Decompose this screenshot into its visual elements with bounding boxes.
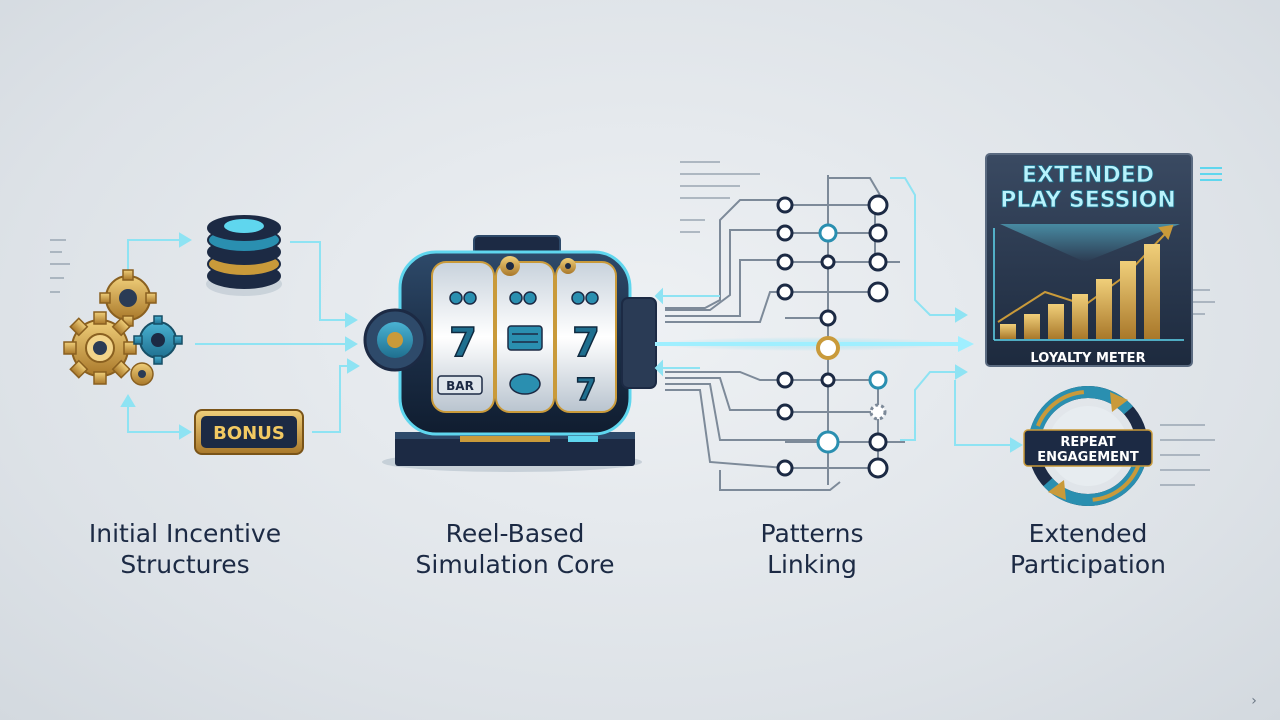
caption-line2: Participation	[1009, 550, 1167, 579]
caption-line1: Initial Incentive	[88, 519, 282, 548]
gear-icon	[133, 315, 183, 365]
gear-icon	[363, 308, 427, 372]
loyalty-meter-bar	[1024, 314, 1040, 339]
slot-machine-icon: 7 7 7 BAR	[363, 235, 657, 472]
gear-icon	[560, 258, 576, 274]
gear-icon	[63, 311, 137, 385]
seven-symbols: 7 7 7	[448, 319, 600, 409]
loyalty-meter-bar	[1120, 261, 1136, 339]
gear-icon	[99, 269, 157, 327]
repeat-label-line2: ENGAGEMENT	[1037, 450, 1139, 465]
flow-arrows-stage1	[120, 232, 360, 440]
svg-text:7: 7	[572, 320, 600, 366]
cherry-icon	[449, 291, 599, 305]
gear-icon	[130, 362, 154, 386]
loyalty-meter-bar	[1072, 294, 1088, 339]
caption-line1: Extended	[1028, 519, 1148, 548]
pattern-network	[665, 175, 905, 491]
caption-line1: Reel-Based	[445, 519, 585, 548]
stage-caption-reel-core: Reel-Based Simulation Core	[385, 518, 645, 580]
caption-line1: Patterns	[760, 519, 864, 548]
loyalty-meter-bar	[1000, 324, 1016, 339]
loyalty-meter-bar	[1096, 279, 1112, 339]
loyalty-meter-bar	[1144, 244, 1160, 339]
svg-text:7: 7	[576, 373, 597, 408]
gear-icon	[500, 256, 520, 276]
loyalty-meter-label: LOYALTY METER	[1030, 351, 1145, 366]
energy-beam	[655, 336, 974, 352]
repeat-label-line1: REPEAT	[1060, 435, 1115, 450]
caption-line2: Simulation Core	[415, 550, 615, 579]
reel-bar-label: BAR	[446, 379, 474, 393]
caption-line2: Linking	[767, 550, 857, 579]
chevron-right-icon: ›	[1251, 693, 1257, 709]
gear-cluster	[63, 269, 183, 386]
loyalty-meter-bars	[1000, 244, 1160, 339]
network-cyan-links	[654, 177, 1023, 453]
stage-caption-extended-participation: Extended Participation	[958, 518, 1218, 580]
bonus-badge: BONUS	[194, 409, 304, 455]
stage-caption-initial-incentive: Initial Incentive Structures	[55, 518, 315, 580]
caption-line2: Structures	[120, 550, 250, 579]
bonus-label: BONUS	[213, 423, 285, 444]
network-node-icon	[776, 194, 889, 479]
svg-text:7: 7	[449, 320, 477, 366]
panel-title-line1: EXTENDED	[1022, 163, 1154, 188]
loyalty-meter-bar	[1048, 304, 1064, 339]
bar-symbol	[507, 325, 543, 395]
poker-chips-icon	[206, 215, 282, 296]
panel-title-line2: PLAY SESSION	[1000, 188, 1176, 213]
extended-play-panel: EXTENDED PLAY SESSION LOYALTY METER	[985, 153, 1222, 367]
cycle-arrows-icon: REPEAT ENGAGEMENT	[1023, 386, 1153, 506]
stage-caption-patterns-linking: Patterns Linking	[682, 518, 942, 580]
